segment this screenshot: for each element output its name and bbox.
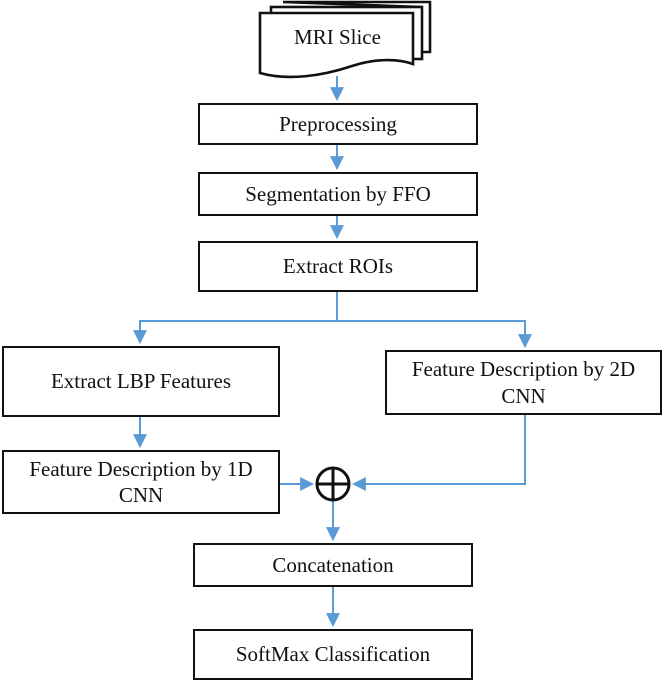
node-mri-slice: MRI Slice (294, 25, 381, 49)
node-concatenation-label: Concatenation (272, 552, 394, 577)
node-softmax-label: SoftMax Classification (235, 642, 431, 667)
edge-rois-lbp (133, 292, 338, 345)
node-concatenation: Concatenation (193, 543, 473, 587)
node-segmentation-by-ffo: Segmentation by FFO (198, 172, 478, 216)
merge-circled-plus-icon (315, 466, 351, 502)
edge-2dcnn-merge (351, 415, 526, 491)
node-feature-description-1d-cnn: Feature Description by 1D CNN (2, 450, 280, 514)
flow-edges (133, 76, 532, 628)
node-softmax-classification: SoftMax Classification (193, 629, 473, 680)
node-feature-description-2d-cnn: Feature Description by 2D CNN (385, 350, 662, 415)
edge-rois-2dcnn (337, 320, 532, 349)
node-feature-2d-label: Feature Description by 2D CNN (411, 357, 636, 408)
node-preprocessing-label: Preprocessing (279, 111, 397, 136)
node-extract-lbp-label: Extract LBP Features (50, 369, 231, 394)
node-extract-rois: Extract ROIs (198, 241, 478, 292)
node-segmentation-label: Segmentation by FFO (245, 181, 431, 206)
node-extract-rois-label: Extract ROIs (282, 254, 394, 279)
node-extract-lbp-features: Extract LBP Features (2, 346, 280, 417)
document-stack-icon (258, 0, 432, 79)
node-preprocessing: Preprocessing (198, 103, 478, 145)
node-feature-1d-label: Feature Description by 1D CNN (29, 456, 253, 507)
